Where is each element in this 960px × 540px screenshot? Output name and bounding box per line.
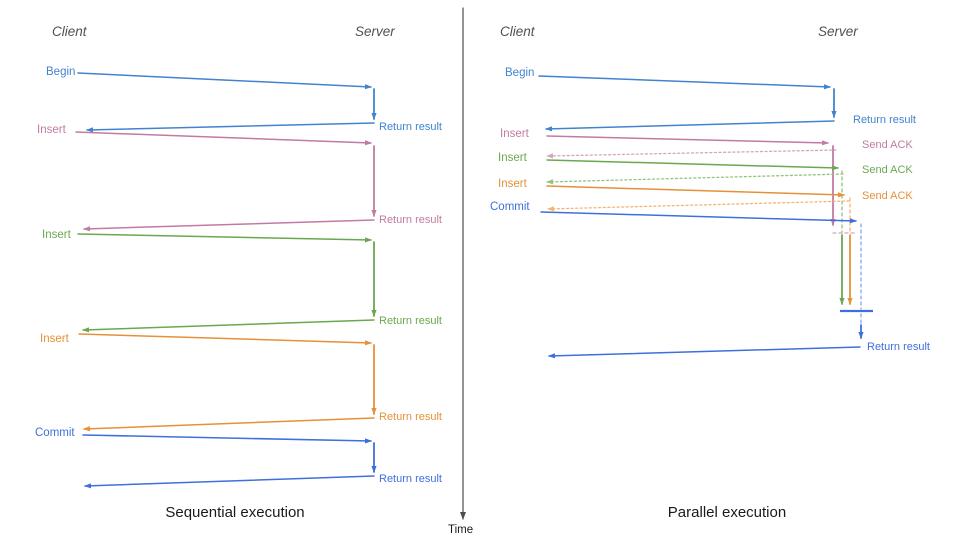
parallel-execution-caption: Parallel execution bbox=[667, 504, 787, 521]
parallel-commit-arrows bbox=[540, 211, 873, 359]
insert2-request-arrow bbox=[546, 159, 839, 171]
begin-request-arrow bbox=[77, 72, 372, 90]
right-insert-label-1: Insert bbox=[500, 128, 529, 140]
insert3-ack-arrow bbox=[547, 200, 850, 212]
right-client-header: Client bbox=[500, 24, 535, 39]
sequential-commit-arrows bbox=[82, 434, 377, 489]
sequential-insert2-arrows bbox=[77, 233, 377, 333]
begin-return-arrow bbox=[545, 120, 835, 132]
left-begin-label: Begin bbox=[46, 66, 76, 78]
left-insert-label-3: Insert bbox=[40, 333, 69, 345]
right-server-header: Server bbox=[818, 24, 858, 39]
right-insert-label-2: Insert bbox=[498, 152, 527, 164]
left-client-header: Client bbox=[52, 24, 87, 39]
left-return-result-label-2: Return result bbox=[379, 214, 442, 226]
insert1-return-arrow bbox=[83, 219, 375, 232]
left-commit-label: Commit bbox=[35, 427, 75, 439]
right-return-result-label-final: Return result bbox=[867, 341, 930, 353]
insert3-request-arrow bbox=[78, 333, 372, 346]
insert1-request-arrow bbox=[546, 135, 829, 146]
insert2-request-arrow bbox=[77, 233, 372, 243]
commit-return-arrow bbox=[548, 346, 861, 359]
left-return-result-label-3: Return result bbox=[379, 315, 442, 327]
begin-request-arrow bbox=[538, 75, 831, 90]
commit-return-arrow bbox=[84, 475, 375, 489]
right-send-ack-label-2: Send ACK bbox=[862, 164, 913, 176]
commit-request-arrow bbox=[540, 211, 857, 224]
sequential-insert1-arrows bbox=[75, 131, 377, 232]
right-begin-label: Begin bbox=[505, 67, 535, 79]
parallel-begin-arrows bbox=[538, 75, 837, 132]
insert3-return-arrow bbox=[83, 417, 375, 432]
left-insert-label-2: Insert bbox=[42, 229, 71, 241]
parallel-insert1-arrows bbox=[546, 135, 858, 234]
insert1-ack-arrow bbox=[546, 149, 837, 159]
insert1-request-arrow bbox=[75, 131, 372, 146]
left-return-result-label-1: Return result bbox=[379, 121, 442, 133]
commit-request-arrow bbox=[82, 434, 372, 444]
time-axis-label: Time bbox=[448, 524, 474, 536]
right-commit-label: Commit bbox=[490, 201, 530, 213]
left-server-header: Server bbox=[355, 24, 395, 39]
right-send-ack-label-1: Send ACK bbox=[862, 139, 913, 151]
insert3-request-arrow bbox=[546, 185, 845, 198]
right-return-result-label-1: Return result bbox=[853, 114, 916, 126]
sequential-insert3-arrows bbox=[78, 333, 377, 432]
parallel-insert3-arrows bbox=[546, 185, 853, 305]
insert2-ack-arrow bbox=[546, 173, 844, 185]
right-insert-label-3: Insert bbox=[498, 178, 527, 190]
begin-return-arrow bbox=[86, 122, 375, 133]
left-insert-label-1: Insert bbox=[37, 124, 66, 136]
parallel-insert2-arrows bbox=[546, 159, 845, 305]
left-return-result-label-4: Return result bbox=[379, 411, 442, 423]
right-send-ack-label-3: Send ACK bbox=[862, 190, 913, 202]
insert2-return-arrow bbox=[82, 319, 375, 333]
sequential-execution-caption: Sequential execution bbox=[165, 504, 305, 521]
sequential-begin-arrows bbox=[77, 72, 377, 133]
left-return-result-label-5: Return result bbox=[379, 473, 442, 485]
